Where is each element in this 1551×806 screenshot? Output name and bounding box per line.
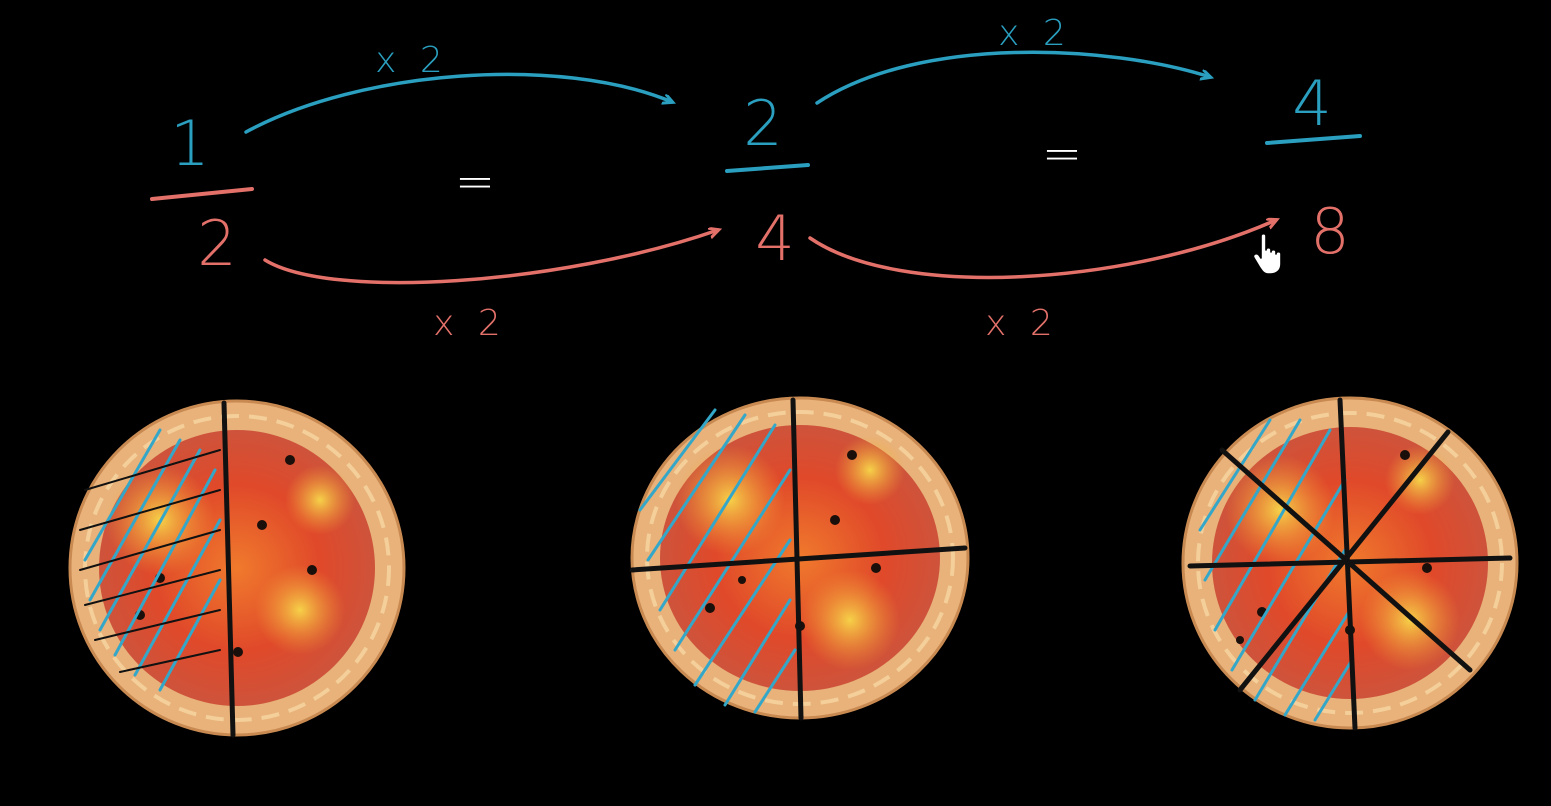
pizza-quarters [629,396,970,721]
fraction-3-numerator: 4 [1292,67,1331,140]
fraction-3-bar [1265,134,1362,145]
pizza-1-shading-black [79,449,221,673]
top-multiplier-1: x 2 [375,40,449,81]
bottom-multiplier-1: x 2 [433,303,507,344]
equals-sign-2: = [1042,126,1082,182]
pizza-1-cut-line [221,400,236,738]
fraction-four-eighths: 4 8 [1265,67,1362,268]
pizza-3-crust-ring [1196,411,1504,715]
pizza-1-cheese-c [285,465,355,535]
pizza-eighths [1181,396,1519,731]
pizza-2-shading-blue [638,408,797,714]
fraction-2-denominator: 4 [755,202,794,275]
fraction-1-numerator: 1 [170,107,209,180]
fraction-2-numerator: 2 [743,87,782,160]
bottom-arrow-1 [263,230,718,285]
fraction-two-fourths: 2 4 [725,87,810,275]
pizza-3-cheese-c [1385,445,1455,515]
fraction-3-denominator: 8 [1310,195,1349,268]
bottom-multiplier-2: x 2 [985,303,1059,344]
fraction-2-bar [725,163,810,173]
pizza-2-cut-horizontal [629,545,968,573]
pizza-1-shading-blue [83,428,222,692]
fraction-1-denominator: 2 [197,207,236,280]
pizza-3-cut-lines [1187,397,1513,731]
pizza-3-cheese-a [1225,455,1335,565]
hand-pointer-icon [1252,232,1282,275]
fraction-1-bar [150,187,254,201]
top-multiplier-2: x 2 [998,13,1072,54]
fraction-one-half: 1 2 [150,107,254,280]
pizza-halves [68,399,406,738]
top-arrow-1 [244,72,672,134]
pizza-1-cheese-b [255,565,345,655]
pizza-2-cheese-c [835,435,905,505]
top-arrow-2 [815,50,1210,105]
equals-sign-1: = [455,154,495,210]
bottom-arrow-2 [808,220,1276,280]
pizza-2-cheese-b [800,570,900,670]
